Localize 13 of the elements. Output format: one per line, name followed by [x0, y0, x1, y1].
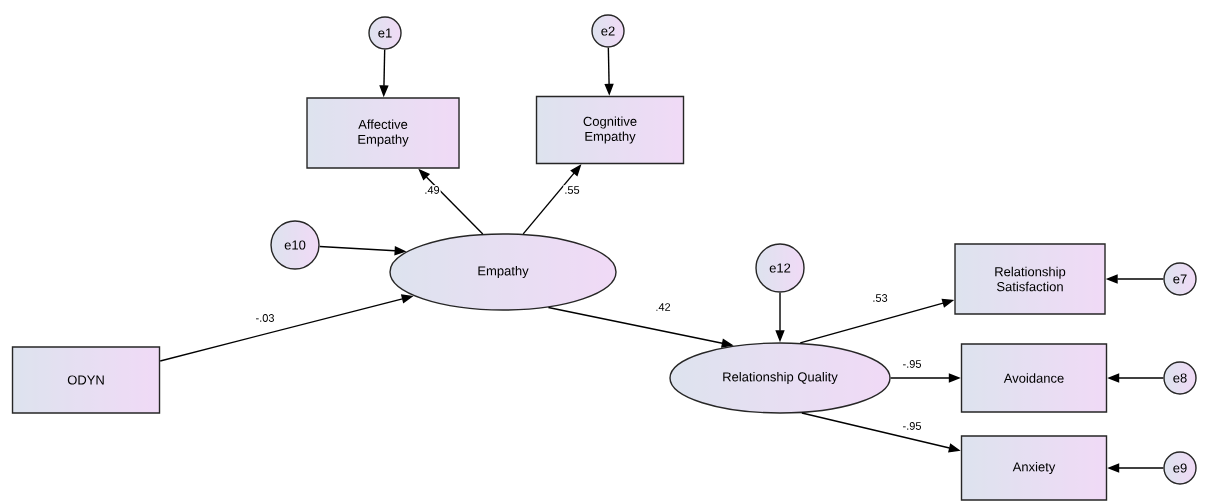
variable-box: Anxiety	[960, 435, 1108, 501]
edge-label: .55	[563, 185, 581, 195]
edge-label: -.95	[901, 421, 923, 431]
variable-box: Cognitive Empathy	[535, 95, 685, 165]
variable-box: Affective Empathy	[306, 97, 460, 169]
edge-label: .42	[654, 302, 672, 312]
edge-label: -.95	[901, 359, 923, 369]
edge-label: .53	[871, 293, 889, 303]
variable-box: Relationship Satisfaction	[954, 243, 1106, 315]
edge-label: -.03	[254, 313, 276, 323]
variable-box: Avoidance	[960, 343, 1108, 413]
variable-box: ODYN	[11, 346, 161, 414]
edge-label: .49	[423, 185, 441, 195]
